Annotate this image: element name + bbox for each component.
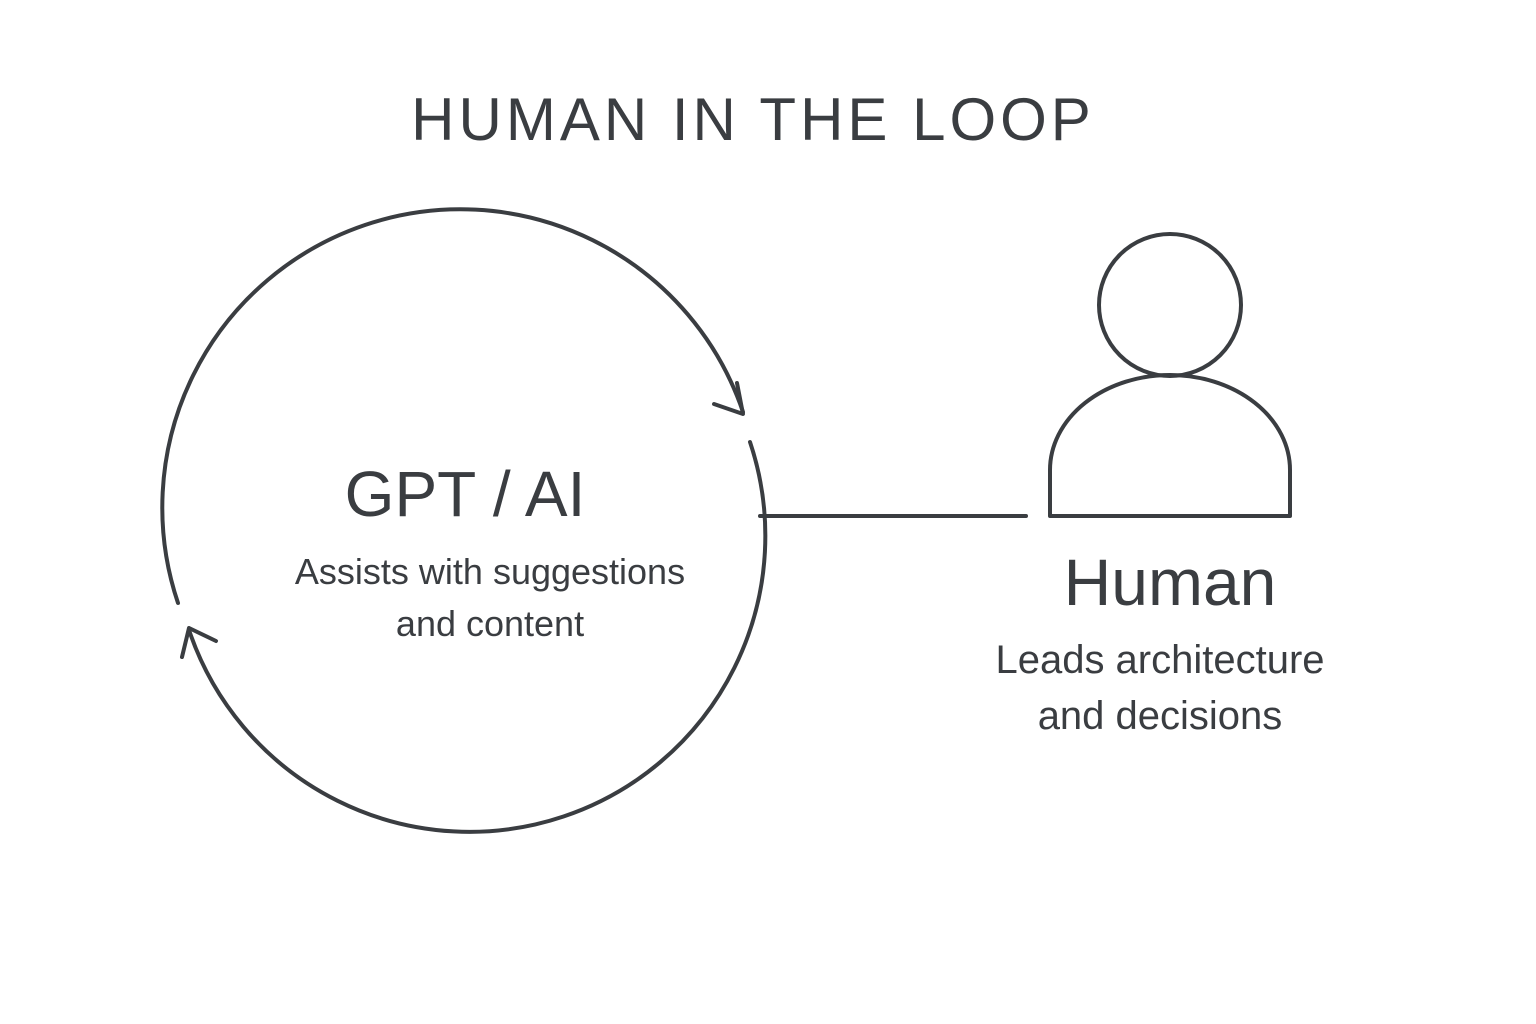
loop-arc-bottom	[187, 440, 768, 834]
loop-arc-top	[160, 207, 745, 605]
ai-description-line-2: and content	[395, 603, 585, 644]
human-description: Leads architecture and decisions	[920, 632, 1400, 744]
human-description-line-1: Leads architecture	[995, 638, 1325, 682]
human-description-line-2: and decisions	[1037, 694, 1283, 738]
person-head	[1097, 232, 1243, 378]
person-icon	[1048, 232, 1292, 518]
human-label: Human	[1063, 545, 1277, 619]
ai-description-line-1: Assists with suggestions	[294, 551, 686, 592]
loop-arrowhead-bottom	[180, 626, 218, 659]
ai-description: Assists with suggestions and content	[220, 546, 760, 650]
loop-arrowhead-top	[712, 381, 745, 416]
ai-label: GPT / AI	[344, 458, 586, 530]
diagram-title: HUMAN IN THE LOOP	[411, 86, 1095, 153]
person-body	[1048, 373, 1292, 518]
